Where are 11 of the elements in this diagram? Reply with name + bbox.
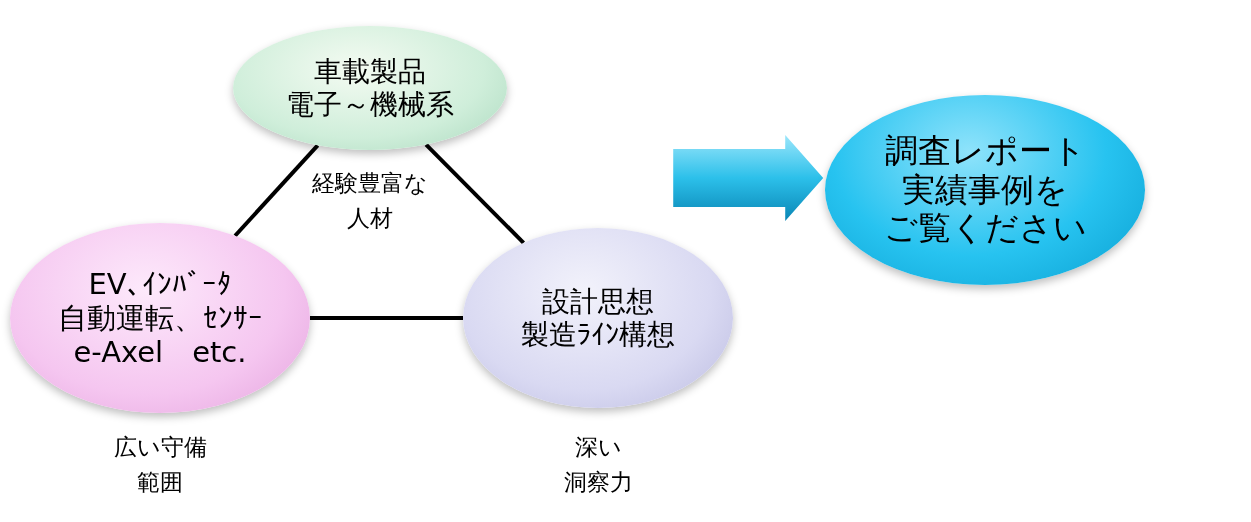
node-text: 調査レポート実績事例をご覧ください	[883, 131, 1087, 249]
node-text: 車載製品電子～機械系	[286, 54, 454, 122]
connector-line	[424, 143, 525, 245]
connector-line	[310, 316, 463, 320]
caption-text: 深い洞察力	[563, 433, 633, 497]
node-text: EV､ｲﾝﾊﾞｰﾀ自動運転、ｾﾝｻｰe-Axel etc.	[57, 266, 263, 370]
connector-line	[233, 143, 320, 238]
caption-text: 広い守備範囲	[113, 433, 207, 497]
node-text: 設計思想製造ﾗｲﾝ構想	[521, 284, 675, 352]
label-text: 経験豊富な人材	[312, 169, 428, 233]
block-arrow	[673, 135, 824, 221]
